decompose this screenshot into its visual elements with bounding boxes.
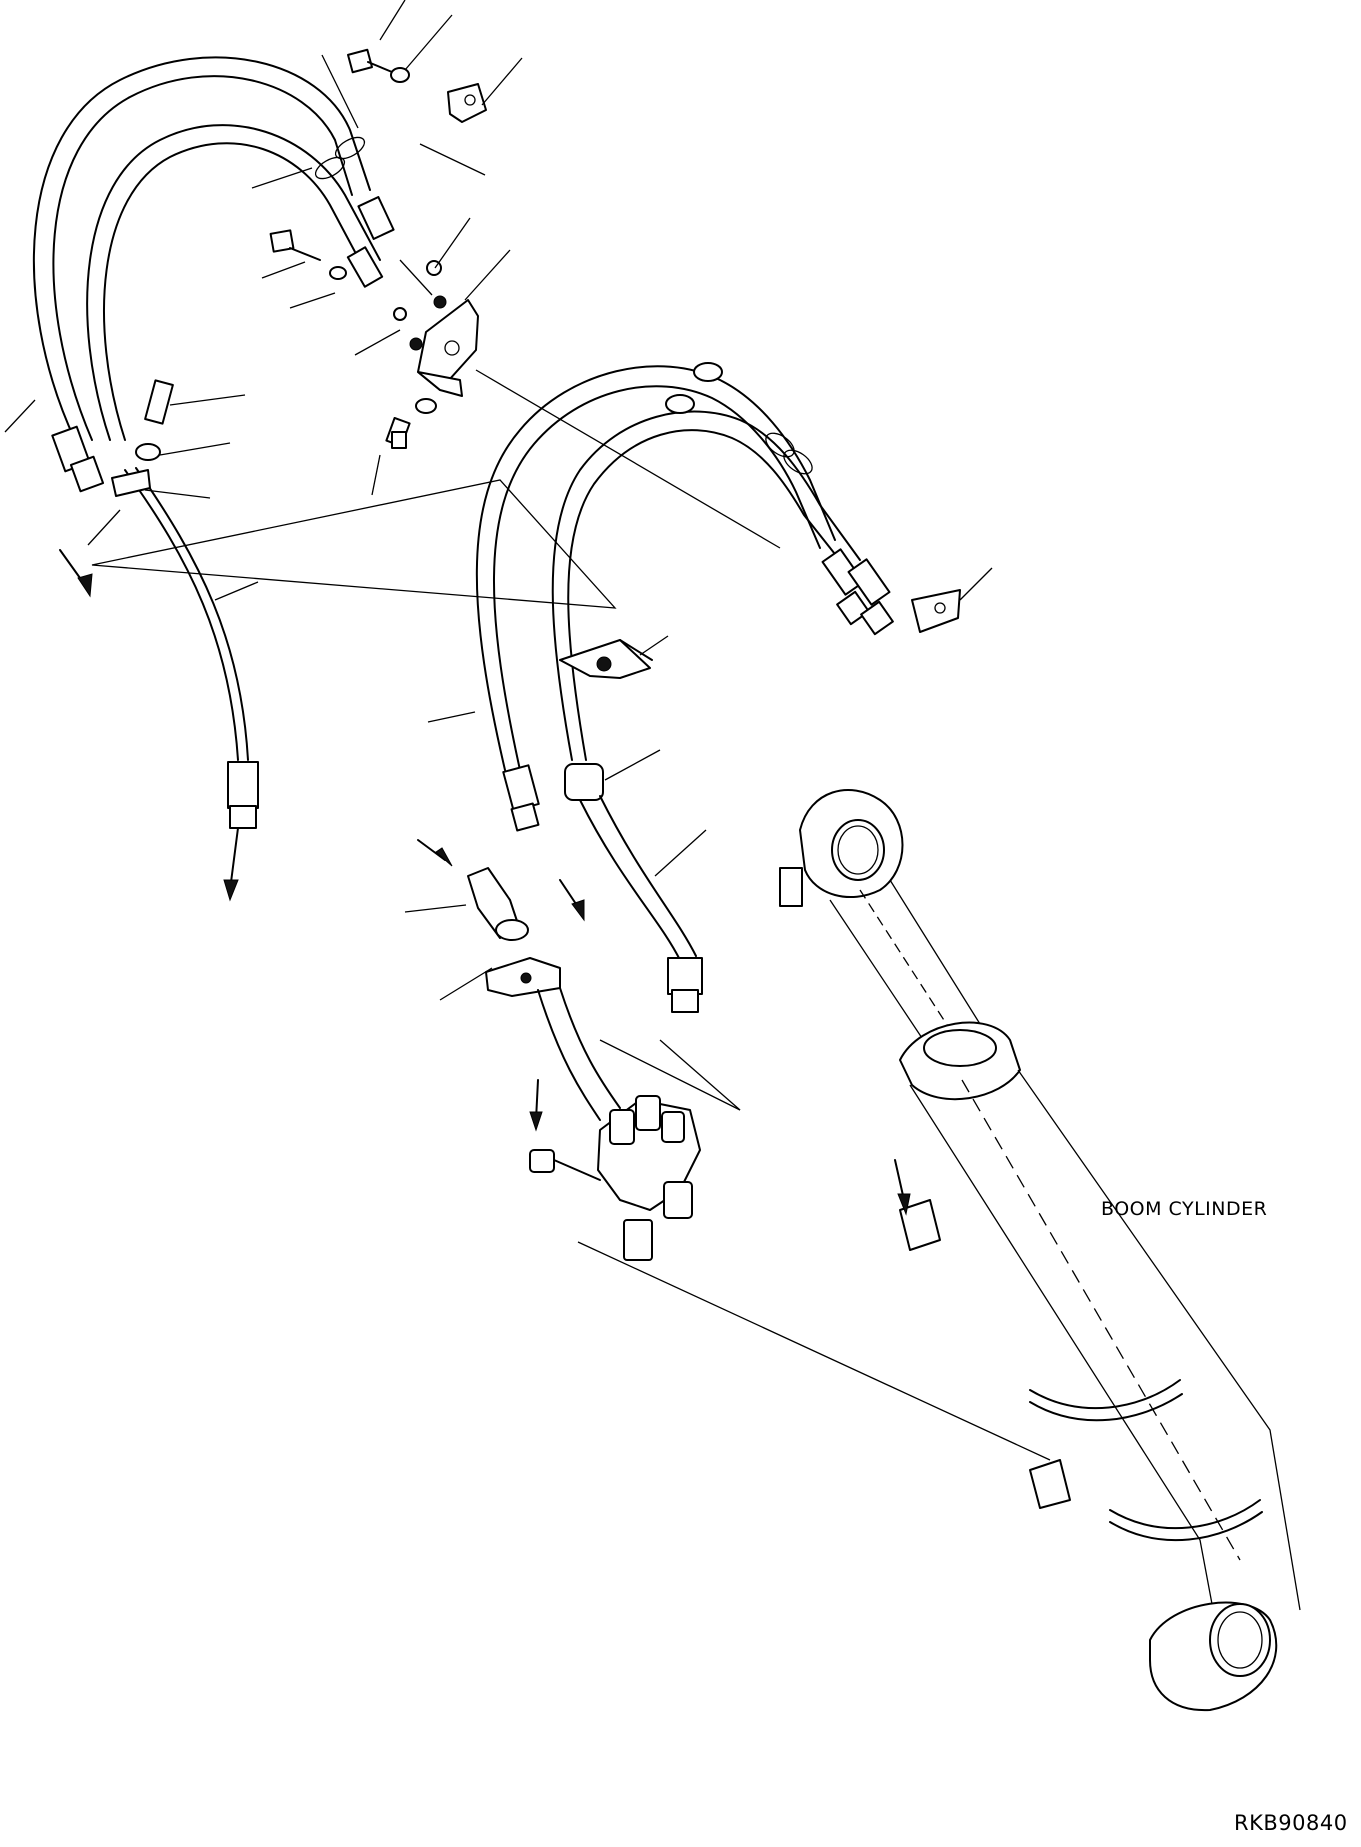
drawing-code-label: RKB90840 xyxy=(1234,1811,1348,1835)
hose-center-inner xyxy=(551,410,861,761)
boom-cylinder xyxy=(779,789,1301,1712)
boom-cylinder-label: BOOM CYLINDER xyxy=(1101,1198,1268,1220)
leader-lines xyxy=(4,0,1051,1461)
control-valve-block xyxy=(529,1095,701,1261)
direction-arrows xyxy=(59,549,911,1216)
check-valve xyxy=(467,867,621,1121)
saddle-clamp xyxy=(559,639,653,679)
fasteners-top xyxy=(135,48,487,461)
center-hose-assembly xyxy=(475,362,961,1013)
hose-center-outer xyxy=(475,365,836,771)
upper-left-hose-assembly xyxy=(32,56,395,829)
thin-tube xyxy=(124,469,239,761)
manifold-block xyxy=(409,295,479,397)
hose-outer-left xyxy=(32,56,371,441)
hose-inner-left xyxy=(86,124,381,441)
